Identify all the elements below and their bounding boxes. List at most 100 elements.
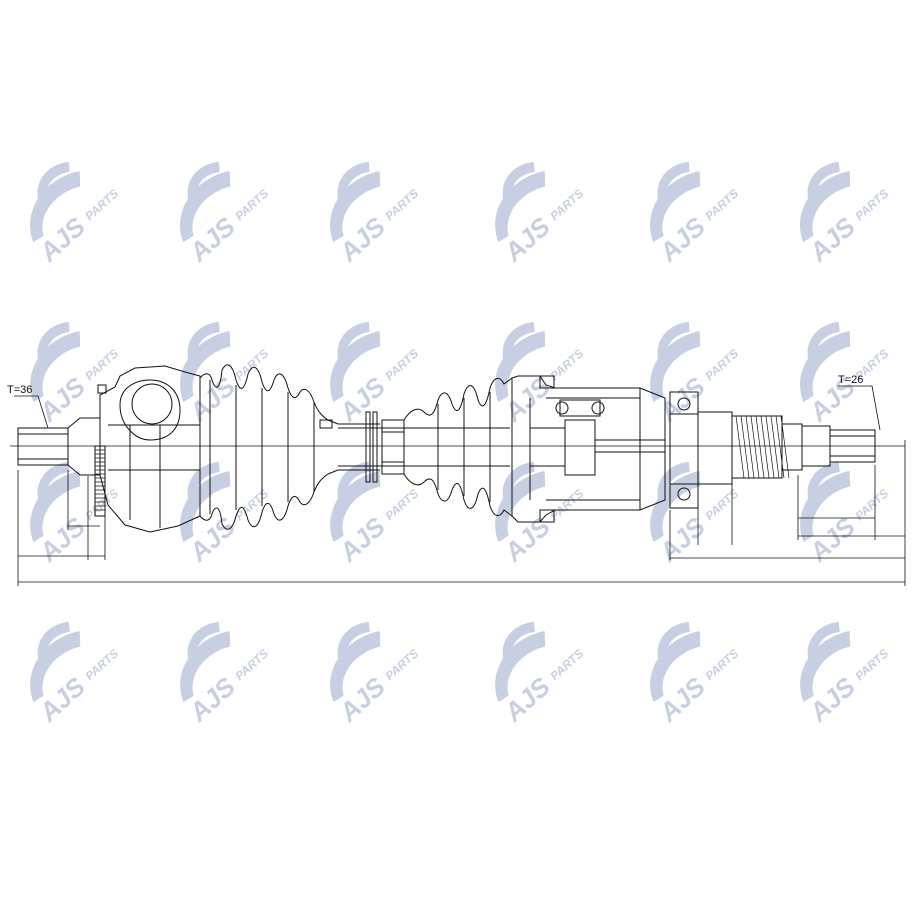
watermark-swoosh-small — [337, 461, 370, 500]
watermark-swoosh — [495, 330, 546, 403]
watermark-swoosh-small — [337, 621, 370, 660]
watermark-swoosh — [330, 330, 381, 403]
watermark-swoosh-small — [807, 621, 840, 660]
watermark-suffix: PARTS — [82, 646, 121, 683]
watermark-swoosh-small — [502, 321, 535, 360]
watermark-swoosh — [495, 630, 546, 703]
watermark-swoosh-small — [807, 161, 840, 200]
watermark-swoosh — [495, 470, 546, 543]
watermark-swoosh — [30, 330, 81, 403]
watermark-swoosh-small — [502, 461, 535, 500]
drive-shaft-drawing — [10, 364, 906, 586]
watermark-swoosh-small — [37, 621, 70, 660]
watermark-swoosh-small — [37, 321, 70, 360]
middle-shaft — [338, 411, 510, 483]
watermark-swoosh-small — [502, 161, 535, 200]
watermark-swoosh — [180, 470, 231, 543]
watermark-swoosh-small — [337, 161, 370, 200]
watermark-suffix: PARTS — [702, 346, 741, 383]
watermark-swoosh — [330, 630, 381, 703]
watermark-swoosh-small — [657, 321, 690, 360]
watermark-swoosh — [330, 170, 381, 243]
watermark-swoosh — [800, 330, 851, 403]
watermark-swoosh-small — [187, 161, 220, 200]
watermark-swoosh-small — [37, 461, 70, 500]
watermark-swoosh — [650, 630, 701, 703]
watermark-swoosh — [800, 170, 851, 243]
left-tooth-count-label: T=36 — [7, 384, 32, 396]
watermark-suffix: PARTS — [547, 346, 586, 383]
dimension-lines — [17, 440, 906, 586]
watermark-swoosh — [180, 330, 231, 403]
right-tooth-count-label: T=26 — [838, 374, 863, 386]
watermark-suffix: PARTS — [232, 186, 271, 223]
watermark-swoosh — [30, 630, 81, 703]
watermark-swoosh-small — [337, 321, 370, 360]
watermark-suffix: PARTS — [382, 346, 421, 383]
watermark-suffix: PARTS — [82, 346, 121, 383]
outer-cv-joint — [97, 365, 201, 533]
label-leaders — [14, 385, 881, 431]
watermark-swoosh — [800, 630, 851, 703]
watermark-swoosh-small — [657, 621, 690, 660]
watermark-swoosh — [650, 330, 701, 403]
watermark-suffix: PARTS — [547, 646, 586, 683]
watermark-swoosh-small — [187, 321, 220, 360]
watermark-suffix: PARTS — [382, 486, 421, 523]
watermark-suffix: PARTS — [702, 186, 741, 223]
watermark-swoosh — [650, 170, 701, 243]
watermark-swoosh-small — [807, 321, 840, 360]
bearing-and-right-shaft — [669, 391, 876, 509]
watermark-swoosh — [30, 170, 81, 243]
watermark-swoosh-small — [37, 161, 70, 200]
watermark-suffix: PARTS — [702, 486, 741, 523]
watermark-suffix: PARTS — [232, 346, 271, 383]
outer-boot — [199, 364, 339, 530]
watermark-suffix: PARTS — [547, 186, 586, 223]
watermark-swoosh — [800, 470, 851, 543]
watermark-suffix: PARTS — [82, 186, 121, 223]
watermark-suffix: PARTS — [382, 186, 421, 223]
watermark-swoosh-small — [502, 621, 535, 660]
watermark-swoosh — [330, 470, 381, 543]
inner-tripod-housing — [511, 375, 666, 523]
watermark-suffix: PARTS — [702, 646, 741, 683]
watermark-swoosh-small — [187, 461, 220, 500]
watermark-swoosh — [180, 630, 231, 703]
watermark-suffix: PARTS — [547, 486, 586, 523]
watermark-suffix: PARTS — [232, 646, 271, 683]
watermark-swoosh-small — [657, 461, 690, 500]
watermark-suffix: PARTS — [852, 646, 891, 683]
watermark-suffix: PARTS — [382, 646, 421, 683]
watermark-suffix: PARTS — [852, 186, 891, 223]
watermark-swoosh-small — [657, 161, 690, 200]
watermark-swoosh — [180, 170, 231, 243]
watermark-swoosh-small — [187, 621, 220, 660]
watermark-swoosh-small — [807, 461, 840, 500]
